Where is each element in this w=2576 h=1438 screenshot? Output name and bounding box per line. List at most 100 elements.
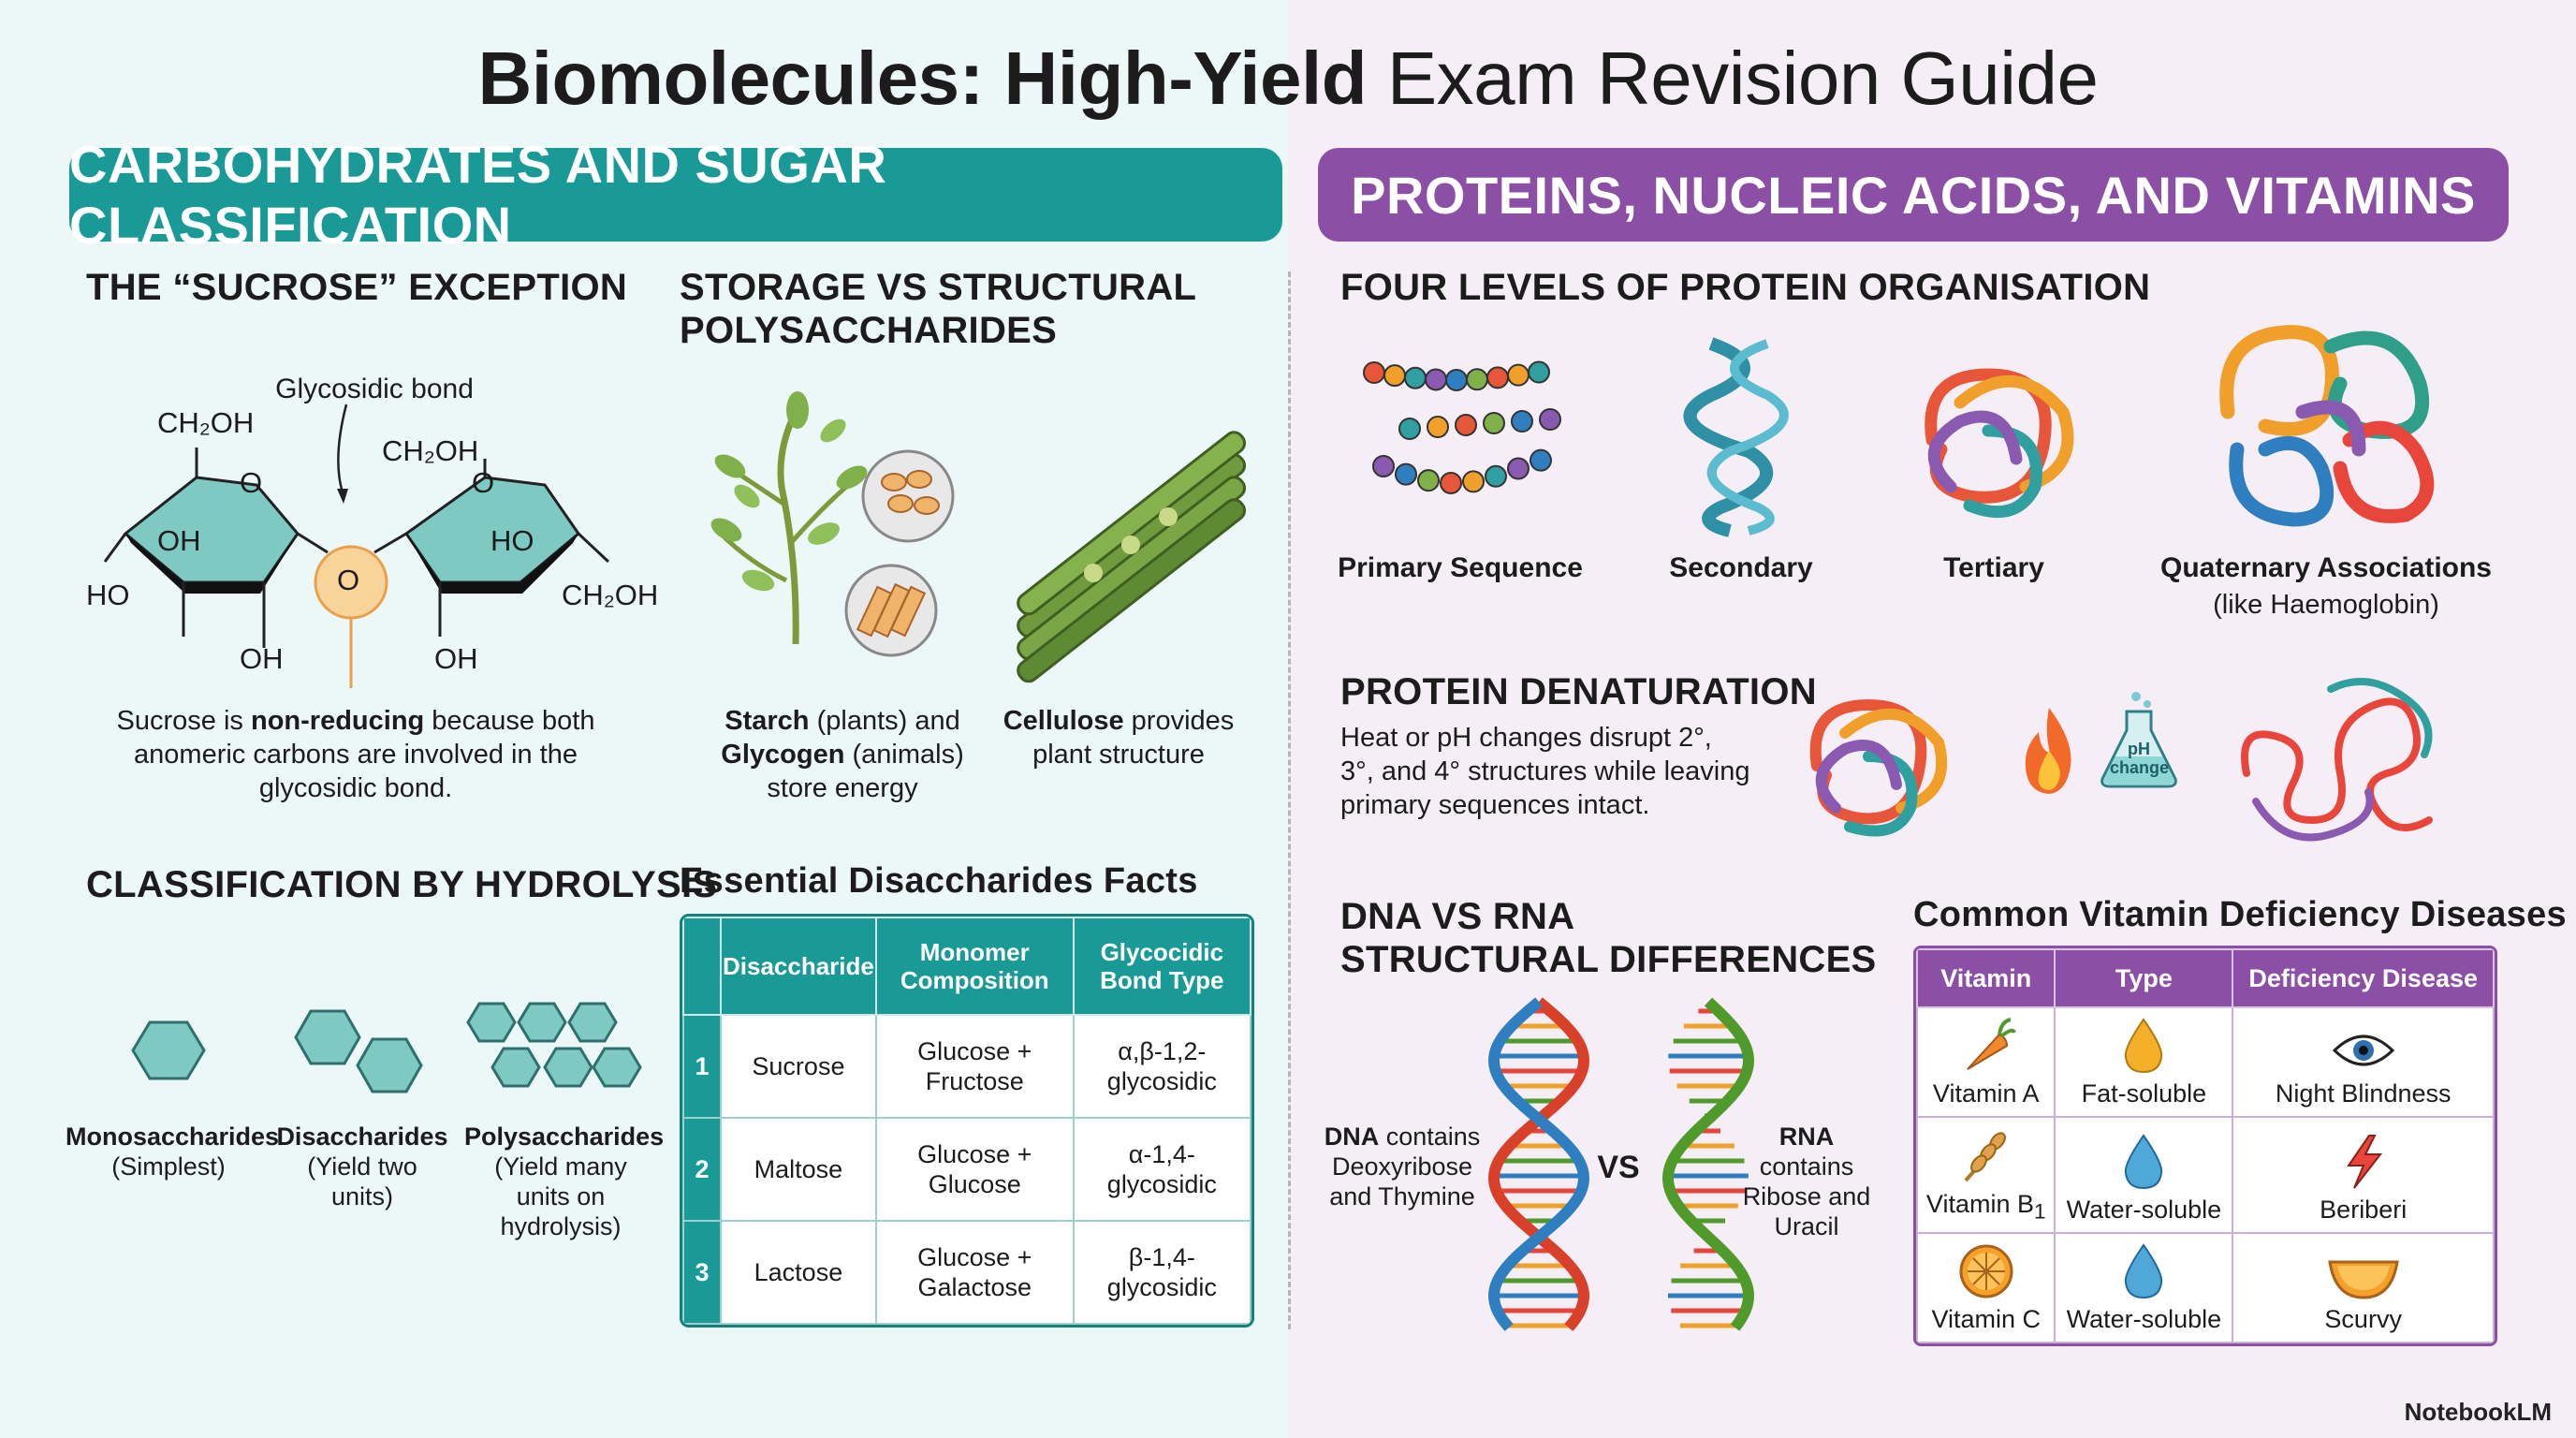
vitamin-type: Water-soluble	[2066, 1195, 2222, 1224]
amino-acid-bead	[1530, 448, 1552, 472]
table-header-row: Vitamin Type Deficiency Disease	[1916, 948, 2495, 1008]
table-row: 3 Lactose Glucose + Galactose β-1,4-glyc…	[682, 1219, 1251, 1325]
amino-acid-bead	[1427, 416, 1449, 438]
sucrose-ho-right-ring: HO	[490, 524, 534, 557]
deficiency-disease: Night Blindness	[2275, 1079, 2452, 1108]
type-cell: Fat-soluble	[2054, 1005, 2234, 1119]
fire-icon	[2025, 708, 2071, 794]
amino-acid-bead	[1372, 455, 1395, 477]
bond-type: β-1,4-glycosidic	[1072, 1219, 1251, 1325]
amino-acid-bead	[1363, 361, 1385, 384]
table-header-disease: Deficiency Disease	[2232, 948, 2495, 1008]
helix-backbone	[1488, 997, 1590, 1331]
disease-cell: Beriberi	[2232, 1116, 2495, 1234]
type-cell: Water-soluble	[2054, 1116, 2234, 1234]
table-header-number	[682, 917, 722, 1016]
amino-acid-bead	[1539, 408, 1561, 431]
quaternary-complex-icon	[2219, 325, 2435, 527]
center-divider	[1288, 271, 1291, 1329]
monosaccharides-label: Monosaccharides(Simplest)	[66, 1123, 280, 1181]
amino-acid-bead	[1404, 366, 1427, 389]
sucrose-ring-o-right: O	[472, 466, 495, 499]
dna-caption: DNA contains Deoxyribose and Thymine	[1324, 1123, 1481, 1211]
amino-acid-bead	[1483, 412, 1505, 434]
oil-drop-icon	[2125, 1018, 2163, 1074]
polysaccharide-hexagons-icon	[466, 1002, 642, 1088]
glycosidic-bond-label: Glycosidic bond	[275, 374, 474, 404]
page-title: Biomolecules: High-Yield Exam Revision G…	[0, 36, 2576, 122]
bond-type: α,β-1,2-glycosidic	[1072, 1013, 1251, 1119]
amino-acid-bead	[1466, 368, 1488, 391]
amino-acid-bead	[1462, 470, 1485, 493]
amino-acid-bead	[1395, 462, 1417, 486]
rna-caption: RNA contains Ribose and Uracil	[1742, 1123, 1871, 1240]
disaccharides-table: Disaccharide Monomer Composition Glycoci…	[680, 914, 1254, 1328]
vitamin-name: Vitamin C	[1931, 1305, 2041, 1333]
table-row: 1 Sucrose Glucose + Fructose α,β-1,2-gly…	[682, 1013, 1251, 1119]
vitamin-table-heading: Common Vitamin Deficiency Diseases	[1913, 895, 2567, 934]
sucrose-ring-o-left: O	[240, 466, 263, 499]
sucrose-oh-left-ring: OH	[157, 524, 201, 557]
disaccharide-name: Lactose	[720, 1219, 877, 1325]
amino-acid-bead	[1455, 414, 1477, 436]
denaturation-heading: PROTEIN DENATURATION	[1340, 671, 1817, 712]
vitamin-name: Vitamin A	[1932, 1079, 2040, 1108]
disaccharide-name: Maltose	[720, 1116, 877, 1222]
polysaccharides-label: Polysaccharides(Yield many units on hydr…	[464, 1123, 665, 1240]
rna-strand-icon	[1661, 997, 1754, 1331]
title-bold: Biomolecules: High-Yield	[477, 37, 1368, 120]
title-regular: Exam Revision Guide	[1386, 37, 2099, 120]
eye-icon	[2332, 1035, 2394, 1066]
disaccharides-label: Disaccharides(Yield two units)	[276, 1123, 448, 1211]
water-drop-icon	[2125, 1243, 2163, 1299]
ph-flask-icon	[2100, 692, 2177, 788]
sucrose-oh-bottom-left: OH	[240, 642, 284, 675]
amino-acid-bead	[1417, 469, 1440, 492]
orange-slice-icon	[1959, 1244, 2013, 1299]
denaturation-text: Heat or pH changes disrupt 2°, 3°, and 4…	[1340, 723, 1750, 820]
monomer-composition: Glucose + Fructose	[874, 1013, 1075, 1119]
sucrose-glycosidic-o: O	[337, 564, 360, 596]
row-number: 2	[682, 1116, 722, 1222]
monomer-composition: Glucose + Galactose	[874, 1219, 1075, 1325]
notebooklm-brand: NotebookLM	[2404, 1398, 2552, 1426]
vitamin-name: Vitamin B1	[1925, 1190, 2046, 1224]
denatured-strand-icon	[2241, 678, 2433, 842]
table-header-bond: Glycocidic Bond Type	[1072, 917, 1251, 1016]
quaternary-label: Quaternary Associations	[2159, 552, 2492, 583]
row-number: 3	[682, 1219, 722, 1325]
table-row: Vitamin B1 Water-soluble Beriberi	[1916, 1116, 2495, 1234]
tertiary-fold-icon	[1925, 368, 2074, 519]
sucrose-ch2oh-top-right: CH₂OH	[382, 434, 479, 467]
folded-protein-icon	[1809, 698, 1948, 837]
primary-sequence-label: Primary Sequence	[1338, 552, 1583, 583]
sucrose-ho-left: HO	[86, 579, 130, 611]
type-cell: Water-soluble	[2054, 1231, 2234, 1343]
sucrose-caption: Sucrose is non-reducing because both ano…	[116, 706, 595, 803]
hydrolysis-heading: CLASSIFICATION BY HYDROLYSIS	[86, 864, 718, 905]
wheat-icon	[1964, 1132, 2007, 1182]
bond-type: α-1,4-glycosidic	[1072, 1116, 1251, 1222]
vitamin-type: Water-soluble	[2066, 1305, 2222, 1333]
disaccharide-name: Sucrose	[720, 1013, 877, 1119]
amino-acid-bead	[1507, 457, 1530, 480]
proteins-banner: PROTEINS, NUCLEIC ACIDS, AND VITAMINS	[1318, 148, 2509, 242]
helix-backbone	[1661, 997, 1754, 1331]
vitamin-cell: Vitamin C	[1916, 1231, 2056, 1343]
table-header-vitamin: Vitamin	[1916, 948, 2056, 1008]
table-row: Vitamin C Water-soluble Scurvy	[1916, 1231, 2495, 1343]
protein-levels-heading: FOUR LEVELS OF PROTEIN ORGANISATION	[1340, 267, 2151, 308]
water-drop-icon	[2125, 1133, 2163, 1189]
disaccharides-table-heading: Essential Disaccharides Facts	[680, 861, 1198, 901]
nerve-bolt-icon	[2346, 1134, 2382, 1189]
sucrose-oh-bottom-right: OH	[434, 642, 478, 675]
sucrose-structure-diagram	[103, 404, 610, 688]
row-number: 1	[682, 1013, 722, 1119]
deficiency-disease: Beriberi	[2320, 1195, 2408, 1224]
secondary-helix-icon	[1683, 337, 1789, 537]
carrot-icon	[1966, 1018, 2016, 1071]
vs-label: VS	[1597, 1150, 1640, 1185]
monosaccharide-hexagon-icon	[131, 1020, 206, 1080]
